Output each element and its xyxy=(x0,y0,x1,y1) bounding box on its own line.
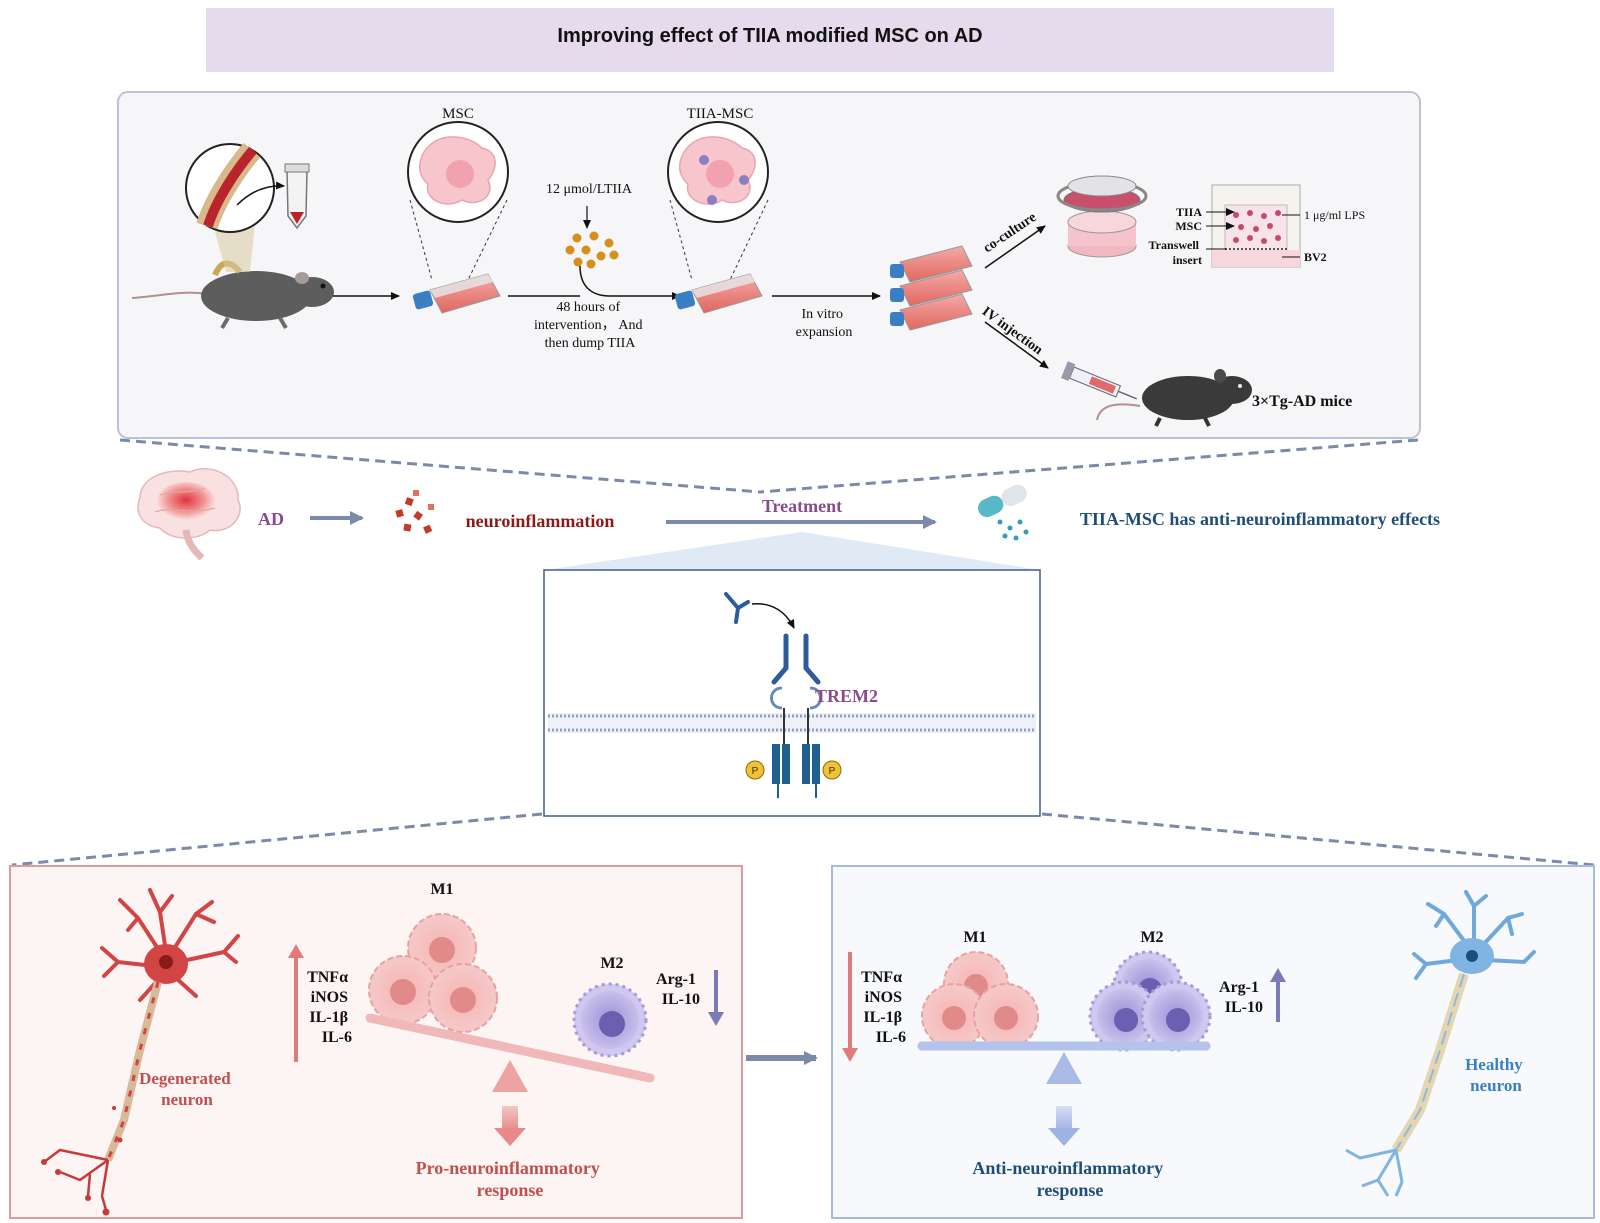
transwell-insert-label: Transwell insert xyxy=(1149,238,1202,267)
left-anti-markers: Arg-1 IL-10 xyxy=(656,971,700,1008)
arrow-to-injection xyxy=(984,321,1049,369)
recipient-mouse xyxy=(1096,369,1252,427)
transwell-msc-label: MSC xyxy=(1175,219,1202,233)
culture-dish xyxy=(1056,175,1148,258)
left-down-arrow-shaft xyxy=(502,1106,518,1130)
dose-label: 12 μmol/LTIIA xyxy=(546,182,633,197)
tiia-msc-label: TIIA-MSC xyxy=(687,106,754,122)
right-seesaw-fulcrum xyxy=(1046,1052,1082,1084)
sample-tube xyxy=(284,163,310,230)
mice-label: 3×Tg-AD mice xyxy=(1252,393,1352,410)
right-m2-label: M2 xyxy=(1140,929,1163,946)
right-anti-markers: Arg-1 IL-10 xyxy=(1219,979,1263,1016)
trem2-label: TREM2 xyxy=(815,686,878,706)
phosphate-left: P xyxy=(745,760,765,780)
ligand-binding-arrow xyxy=(751,603,795,629)
figure-title: Improving effect of TIIA modified MSC on… xyxy=(557,25,983,47)
left-m2-cell xyxy=(572,982,648,1058)
tiia-msc-flask xyxy=(674,273,763,314)
bone-marrow-zoom xyxy=(185,142,285,233)
degenerated-neuron xyxy=(41,888,240,1216)
left-seesaw-beam xyxy=(365,1013,655,1083)
brain-icon xyxy=(137,467,241,561)
neuroinflammation-label: neuroinflammation xyxy=(466,511,615,531)
left-down-arrow-head xyxy=(494,1128,526,1146)
connector-top-right xyxy=(759,438,1419,494)
svg-text:P: P xyxy=(829,766,836,777)
membrane xyxy=(548,713,1036,733)
right-pro-markers: TNFα iNOS IL-1β IL-6 xyxy=(861,969,906,1046)
left-m2-label: M2 xyxy=(600,955,623,972)
ligand-icon xyxy=(724,592,750,624)
degenerated-neuron-label: Degenerated neuron xyxy=(139,1069,235,1109)
right-m2-cells xyxy=(1088,950,1212,1052)
intervention-arrow xyxy=(579,265,681,300)
left-m1-label: M1 xyxy=(430,881,453,898)
transwell-lps-label: 1 μg/ml LPS xyxy=(1304,208,1365,222)
right-down-arrow-head xyxy=(1048,1128,1080,1146)
mechanism-box xyxy=(543,569,1041,817)
left-seesaw-fulcrum xyxy=(492,1060,528,1092)
healthy-neuron xyxy=(1345,890,1536,1197)
right-m1-label: M1 xyxy=(963,929,986,946)
svg-text:P: P xyxy=(752,766,759,777)
transwell-schematic xyxy=(1206,184,1301,268)
anti-response-label: Anti-neuroinflammatory response xyxy=(972,1158,1167,1200)
left-pro-markers: TNFα iNOS IL-1β IL-6 xyxy=(307,969,352,1046)
inflammation-icon xyxy=(395,490,434,534)
trem2-receptor xyxy=(770,633,822,798)
transwell-tiia-label: TIIA xyxy=(1176,205,1202,219)
right-m1-cells xyxy=(921,951,1039,1049)
ad-label: AD xyxy=(258,509,284,529)
effect-label: TIIA-MSC has anti-neuroinflammatory effe… xyxy=(1080,509,1440,529)
healthy-neuron-label: Healthy neuron xyxy=(1465,1055,1527,1095)
connector-bottom-left xyxy=(11,812,543,867)
tiia-particles xyxy=(565,231,619,269)
transwell-bv2-label: BV2 xyxy=(1304,250,1327,264)
msc-zoom xyxy=(407,121,509,281)
tiia-msc-zoom xyxy=(667,121,769,281)
msc-label: MSC xyxy=(442,106,474,122)
expansion-flasks xyxy=(890,245,973,331)
phosphate-right: P xyxy=(822,760,842,780)
mechanism-projection xyxy=(545,532,1040,570)
msc-flask xyxy=(412,273,501,314)
connector-top-left xyxy=(119,438,761,494)
right-down-arrow-shaft xyxy=(1056,1106,1072,1130)
intervention-label: 48 hours of intervention， And then dump … xyxy=(534,300,646,351)
expansion-label: In vitro expansion xyxy=(796,307,853,340)
title-banner xyxy=(206,8,1334,72)
syringe xyxy=(1061,361,1138,400)
left-m1-cells xyxy=(368,913,498,1033)
arrow-to-coculture xyxy=(984,225,1046,269)
connector-bottom-right xyxy=(1041,812,1595,867)
capsule-icon xyxy=(978,484,1029,541)
pro-response-label: Pro-neuroinflammatory response xyxy=(416,1158,605,1200)
treatment-label: Treatment xyxy=(762,496,842,516)
